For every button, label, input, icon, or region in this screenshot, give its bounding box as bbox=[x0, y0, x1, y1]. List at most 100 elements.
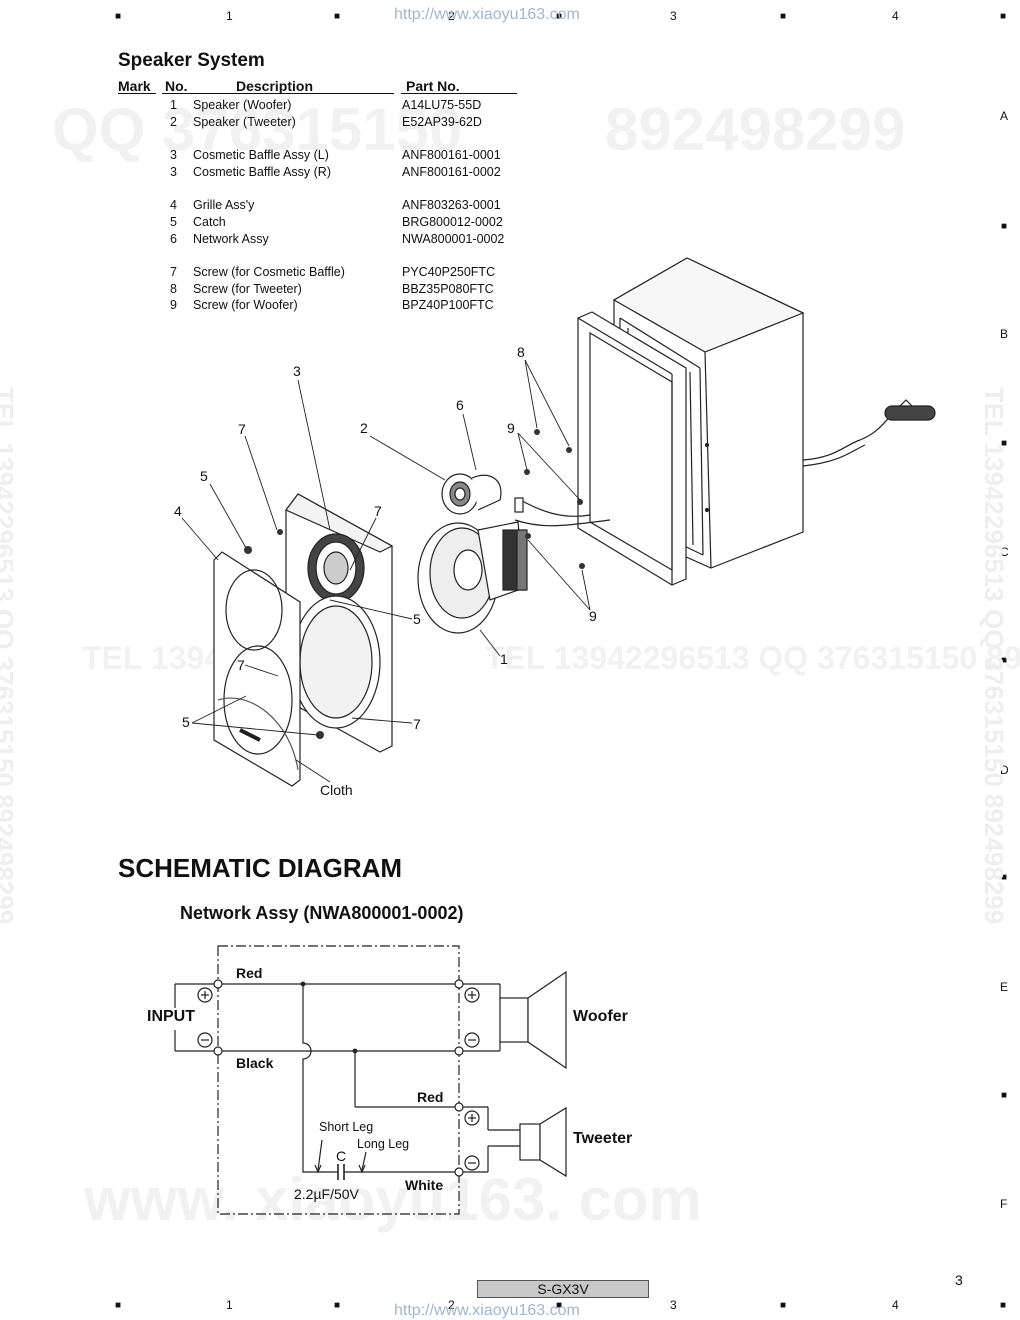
watermark-number: 892498299 bbox=[605, 96, 906, 163]
callout-label: 9 bbox=[589, 608, 597, 624]
callout-label: 3 bbox=[293, 363, 301, 379]
row-no: 8 bbox=[170, 282, 177, 296]
row-description: Network Assy bbox=[193, 232, 269, 246]
header-url[interactable]: http://www.xiaoyu163.com bbox=[394, 6, 580, 23]
column-number: 1 bbox=[226, 9, 233, 23]
input-label: INPUT bbox=[147, 1008, 195, 1025]
callout-label: 5 bbox=[200, 468, 208, 484]
row-description: Cosmetic Baffle Assy (L) bbox=[193, 148, 329, 162]
row-letter: E bbox=[1000, 980, 1009, 994]
row-letter: A bbox=[1000, 109, 1009, 123]
side-mark: ■ bbox=[1001, 438, 1008, 449]
wire-label-white: White bbox=[405, 1177, 444, 1193]
section-title: Speaker System bbox=[118, 50, 265, 71]
row-description: Catch bbox=[193, 215, 226, 229]
row-part-no: E52AP39-62D bbox=[402, 115, 482, 129]
column-number: 2 bbox=[448, 1298, 455, 1312]
network-box bbox=[217, 945, 460, 1215]
row-description: Screw (for Tweeter) bbox=[193, 282, 302, 296]
corner-mark: ■ bbox=[115, 11, 122, 22]
row-part-no: NWA800001-0002 bbox=[402, 232, 505, 246]
row-letter: C bbox=[1000, 545, 1009, 559]
capacitor-value: 2.2µF/50V bbox=[294, 1186, 359, 1202]
schematic-subtitle: Network Assy (NWA800001-0002) bbox=[180, 903, 464, 923]
column-number: 4 bbox=[892, 9, 899, 23]
header-mark: Mark bbox=[118, 78, 151, 94]
row-no: 1 bbox=[170, 98, 177, 112]
row-no: 2 bbox=[170, 115, 177, 129]
row-part-no: BBZ35P080FTC bbox=[402, 282, 494, 296]
corner-mark: ■ bbox=[334, 11, 341, 22]
corner-mark: ■ bbox=[780, 11, 787, 22]
tweeter-illustration bbox=[441, 473, 524, 515]
side-mark: ■ bbox=[1001, 1090, 1008, 1101]
side-mark: ■ bbox=[1001, 872, 1008, 883]
row-part-no: BPZ40P100FTC bbox=[402, 298, 494, 312]
row-no: 9 bbox=[170, 298, 177, 312]
wire-label-black: Black bbox=[236, 1055, 274, 1071]
callout-label: 1 bbox=[500, 651, 508, 667]
header-description: Description bbox=[236, 78, 314, 94]
header-underline bbox=[162, 93, 394, 94]
row-no: 7 bbox=[170, 265, 177, 279]
row-part-no: ANF803263-0001 bbox=[402, 198, 501, 212]
row-description: Speaker (Woofer) bbox=[193, 98, 292, 112]
tweeter-label: Tweeter bbox=[573, 1130, 633, 1147]
watermark-mid: TEL 13942296513 QQ 376315150 892498299 bbox=[485, 640, 1020, 676]
corner-mark: ■ bbox=[556, 1300, 563, 1311]
column-number: 1 bbox=[226, 1298, 233, 1312]
corner-mark: ■ bbox=[1000, 11, 1007, 22]
column-number: 2 bbox=[448, 9, 455, 23]
leader-lines bbox=[181, 359, 591, 783]
row-no: 4 bbox=[170, 198, 177, 212]
wire-label-red: Red bbox=[417, 1089, 444, 1105]
row-part-no: ANF800161-0002 bbox=[402, 165, 501, 179]
callout-label: 5 bbox=[413, 611, 421, 627]
terminals bbox=[197, 979, 480, 1177]
woofer-label: Woofer bbox=[573, 1008, 628, 1025]
column-number: 4 bbox=[892, 1298, 899, 1312]
exploded-view-diagram bbox=[181, 257, 936, 787]
row-no: 5 bbox=[170, 215, 177, 229]
row-part-no: PYC40P250FTC bbox=[402, 265, 496, 279]
callout-label: 6 bbox=[456, 397, 464, 413]
row-letter: D bbox=[1000, 763, 1009, 777]
header-no: No. bbox=[165, 78, 188, 94]
header-underline bbox=[401, 93, 517, 94]
long-leg-label: Long Leg bbox=[357, 1137, 410, 1151]
callout-label: 4 bbox=[174, 503, 182, 519]
side-mark: ■ bbox=[1001, 655, 1008, 666]
baffle-illustration bbox=[285, 493, 394, 753]
callout-label: 7 bbox=[374, 503, 382, 519]
footer-url[interactable]: http://www.xiaoyu163.com bbox=[394, 1302, 580, 1319]
corner-mark: ■ bbox=[780, 1300, 787, 1311]
corner-mark: ■ bbox=[334, 1300, 341, 1311]
header-part-no: Part No. bbox=[406, 78, 460, 94]
tweeter-symbol bbox=[519, 1123, 541, 1161]
callout-label: 7 bbox=[237, 657, 245, 673]
page-number: 3 bbox=[955, 1272, 963, 1288]
row-description: Speaker (Tweeter) bbox=[193, 115, 296, 129]
row-part-no: BRG800012-0002 bbox=[402, 215, 503, 229]
callout-label: 9 bbox=[507, 420, 515, 436]
capacitor-label: C bbox=[336, 1148, 347, 1164]
callout-label: 8 bbox=[517, 344, 525, 360]
callout-label: 7 bbox=[238, 421, 246, 437]
row-description: Cosmetic Baffle Assy (R) bbox=[193, 165, 332, 179]
callout-label: 2 bbox=[360, 420, 368, 436]
callout-label: 5 bbox=[182, 714, 190, 730]
model-badge: S-GX3V bbox=[477, 1280, 649, 1298]
row-part-no: A14LU75-55D bbox=[402, 98, 482, 112]
side-mark: ■ bbox=[1001, 221, 1008, 232]
row-description: Screw (for Cosmetic Baffle) bbox=[193, 265, 345, 279]
callout-label: 7 bbox=[413, 716, 421, 732]
wire-label-red: Red bbox=[236, 965, 263, 981]
cable-illustration bbox=[802, 399, 936, 467]
corner-mark: ■ bbox=[115, 1300, 122, 1311]
row-description: Screw (for Woofer) bbox=[193, 298, 298, 312]
row-letter: F bbox=[1000, 1197, 1008, 1211]
row-part-no: ANF800161-0001 bbox=[402, 148, 501, 162]
row-no: 6 bbox=[170, 232, 177, 246]
row-description: Grille Ass'y bbox=[193, 198, 255, 212]
